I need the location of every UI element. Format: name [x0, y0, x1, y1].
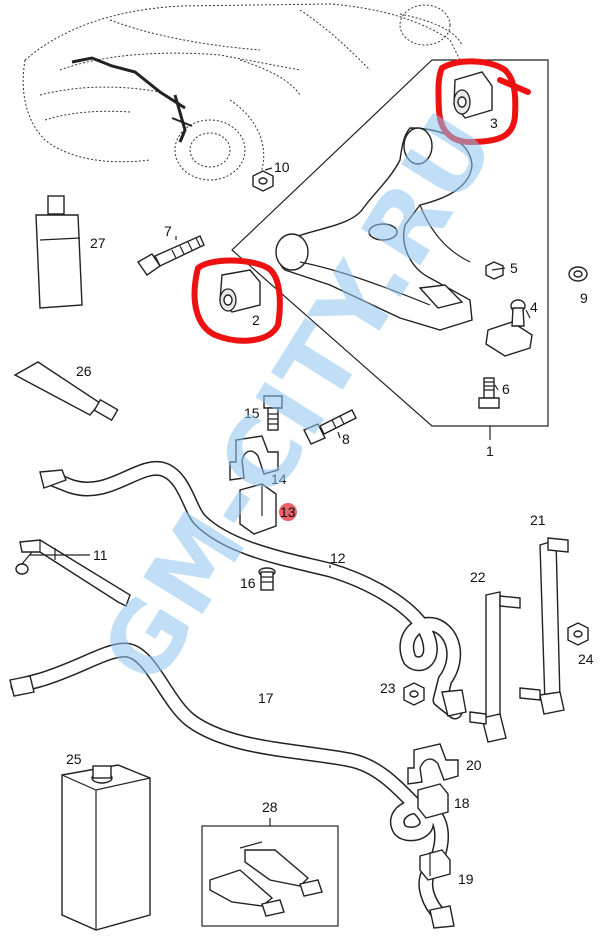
highlight-bushing-2	[191, 257, 283, 344]
nut-24	[567, 622, 589, 646]
stabilizer-bar-17	[9, 642, 455, 929]
label-15: 15	[244, 405, 260, 421]
label-26: 26	[76, 363, 92, 379]
label-27: 27	[90, 235, 106, 251]
label-18: 18	[454, 795, 470, 811]
label-7: 7	[164, 223, 172, 239]
nut-9	[568, 266, 588, 282]
label-23: 23	[380, 680, 396, 696]
bolt-6	[478, 377, 500, 409]
label-24: 24	[578, 651, 594, 667]
lower-control-arm	[275, 127, 473, 331]
label-11: 11	[93, 547, 108, 563]
label-2: 2	[252, 312, 260, 328]
bolt-15	[263, 395, 283, 431]
label-20: 20	[466, 757, 482, 773]
label-3: 3	[490, 115, 498, 131]
bushing-18	[417, 783, 449, 819]
label-6: 6	[502, 381, 510, 397]
label-12: 12	[330, 550, 346, 566]
bushing-rear	[453, 71, 493, 119]
fluid-bottle	[35, 195, 83, 309]
stabilizer-clamp	[229, 435, 279, 481]
watermark-text: GM-CITY.RU	[80, 93, 518, 702]
stabilizer-bushing	[239, 483, 277, 535]
control-arm-kit-outline	[231, 59, 549, 427]
oil-can	[61, 764, 151, 931]
nut-5	[485, 261, 504, 280]
nut-23	[403, 682, 425, 706]
label-4: 4	[530, 299, 538, 315]
nut-10	[252, 170, 274, 192]
stabilizer-link-short	[469, 591, 521, 743]
label-25: 25	[66, 751, 82, 767]
label-28: 28	[262, 799, 278, 815]
callout-numbers: 1 2 3 4 5 6 7 8 9 10 11 12 13 14 15 16 1…	[66, 115, 594, 887]
label-21: 21	[530, 512, 546, 528]
ball-joint	[485, 299, 533, 357]
label-22: 22	[470, 569, 486, 585]
stabilizer-bar-12	[39, 460, 467, 720]
bearing-tool	[15, 539, 131, 607]
bushing-front	[219, 269, 261, 313]
label-13: 13	[280, 504, 296, 520]
leader-lines	[30, 167, 531, 568]
label-19: 19	[458, 871, 474, 887]
label-1: 1	[486, 443, 494, 459]
car-outline-drawing	[22, 3, 463, 181]
marker-dot-13	[279, 503, 297, 521]
clamp-20	[407, 743, 459, 785]
bolt-8	[303, 409, 357, 445]
grease-tube	[13, 361, 119, 422]
label-9: 9	[580, 290, 588, 306]
highlight-bushing-3	[435, 58, 531, 145]
bushing-19	[419, 849, 451, 881]
label-8: 8	[342, 431, 350, 447]
stabilizer-link-long	[519, 537, 569, 715]
label-5: 5	[510, 260, 518, 276]
bump-stop	[258, 567, 276, 591]
bolt-7	[136, 235, 205, 276]
label-17: 17	[258, 690, 274, 706]
label-16: 16	[240, 575, 256, 591]
grease-kit-tubes	[209, 841, 323, 917]
label-10: 10	[274, 159, 290, 175]
label-14: 14	[271, 471, 287, 487]
